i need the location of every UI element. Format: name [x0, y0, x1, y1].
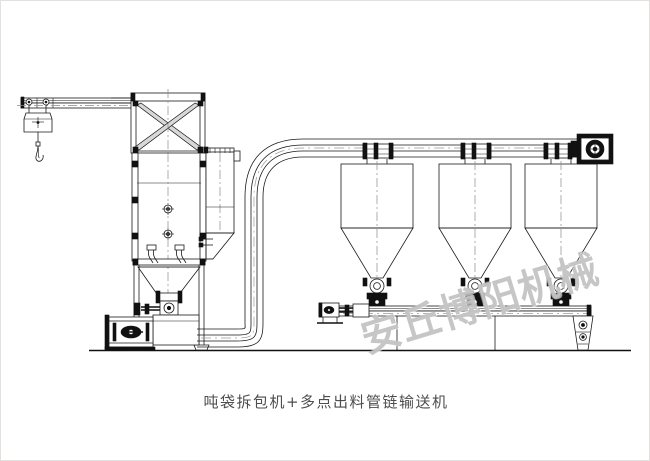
drive-motor-main: [104, 314, 156, 351]
pipe-chain-conveyor: [197, 138, 613, 348]
crane-hoist-trolley: [23, 98, 53, 133]
discharge-box-3: [543, 142, 573, 160]
jib-crane: [17, 96, 137, 109]
final-discharge-chute: [572, 315, 594, 351]
rotary-valve-silo-2: [460, 277, 490, 307]
conveyor-drive-head: [570, 133, 614, 165]
rotary-valve-main: [133, 290, 200, 346]
silo-2: [438, 159, 512, 301]
discharge-box-2: [460, 142, 492, 160]
silo-3: [524, 159, 598, 301]
discharge-box-1: [362, 142, 394, 160]
bag-unloader-frame: [111, 89, 206, 161]
lower-conveyor-supports: [396, 316, 582, 350]
dust-collector: [198, 146, 241, 260]
rotary-valve-silo-3: [546, 277, 576, 307]
lower-conveyor-motor: [317, 302, 370, 324]
diagram-caption: 吨袋拆包机+多点出料管链输送机: [203, 393, 449, 411]
bag-unloader-body: [131, 152, 207, 301]
rotary-valve-silo-1: [362, 277, 392, 307]
silo-1: [340, 159, 414, 301]
crane-hook: [35, 132, 44, 162]
